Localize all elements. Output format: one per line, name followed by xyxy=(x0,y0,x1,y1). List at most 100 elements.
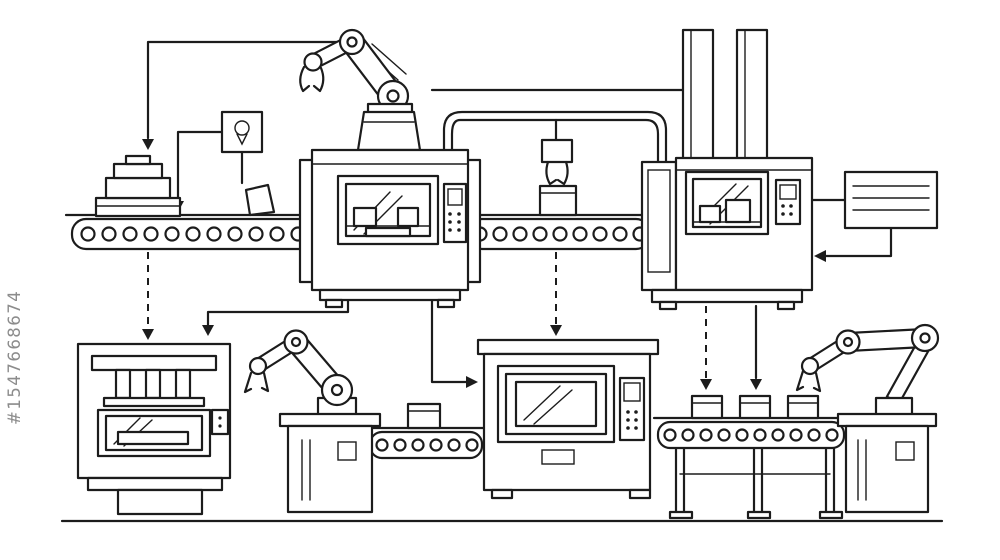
arm-shoulder-hub xyxy=(330,383,344,397)
upper-conveyor-left xyxy=(64,213,316,251)
press-machine xyxy=(76,342,232,516)
arm-support-link xyxy=(885,343,930,405)
conveyor-workpiece xyxy=(406,402,442,430)
arm-claw-finger xyxy=(299,65,311,93)
machine-foot xyxy=(658,300,678,311)
arrowhead-down-icon xyxy=(202,325,214,336)
panel-button xyxy=(634,426,638,430)
roller xyxy=(80,226,96,242)
roller xyxy=(789,428,803,442)
arm-elbow-hub xyxy=(842,336,854,348)
press-piston xyxy=(174,368,192,400)
conveyor-belt xyxy=(70,217,316,251)
pedestal-platform xyxy=(278,412,382,428)
slanted-box xyxy=(244,183,276,217)
roller xyxy=(206,226,222,242)
roller xyxy=(753,428,767,442)
panel-button xyxy=(789,212,793,216)
sensor-link-line xyxy=(176,130,224,202)
label-arrow-line xyxy=(824,226,893,258)
panel-button xyxy=(448,228,452,232)
upper-conveyor-middle xyxy=(462,213,654,251)
arm-claw-finger xyxy=(243,371,253,394)
roller xyxy=(532,226,548,242)
machine-foot xyxy=(490,488,514,500)
roller xyxy=(393,438,407,452)
roller xyxy=(185,226,201,242)
cabinet-panel xyxy=(337,441,357,461)
arm-wrist-joint xyxy=(248,356,268,376)
roller xyxy=(143,226,159,242)
roller xyxy=(492,226,508,242)
window-workpiece xyxy=(396,206,420,228)
panel-button xyxy=(448,212,452,216)
panel-button xyxy=(218,416,222,420)
conveyor-belt xyxy=(656,420,846,450)
panel-button xyxy=(457,228,461,232)
conveyor-workpiece xyxy=(738,394,772,420)
press-slab xyxy=(116,430,190,446)
conveyor-workpiece xyxy=(690,394,724,420)
gripper-finger xyxy=(545,160,558,186)
roller xyxy=(164,226,180,242)
flow-line-top-left xyxy=(146,40,340,140)
pedestal-platform xyxy=(836,412,938,428)
roller xyxy=(101,226,117,242)
roller xyxy=(825,428,839,442)
stack-tier-bottom xyxy=(94,196,182,218)
stack-tier-top xyxy=(112,162,164,180)
panel-button xyxy=(634,410,638,414)
panel-button xyxy=(634,418,638,422)
roller xyxy=(681,428,695,442)
inspection-machine xyxy=(476,338,660,500)
processing-machine-1 xyxy=(298,28,482,309)
slanted-workpiece xyxy=(244,183,276,217)
press-pedestal xyxy=(116,488,204,516)
panel-button xyxy=(448,220,452,224)
arm-elbow-hub xyxy=(290,336,302,348)
sensor-lens-icon xyxy=(234,120,250,136)
flow-line-m1-right xyxy=(430,298,468,384)
overhead-rail-inner xyxy=(450,118,660,202)
press-piston xyxy=(144,368,162,400)
arrowhead-right-icon xyxy=(466,376,478,388)
arm-pedestal xyxy=(356,110,422,152)
roller xyxy=(612,226,628,242)
window-workpiece xyxy=(724,198,752,224)
machine-top-slab xyxy=(476,338,660,356)
pedestal-cabinet xyxy=(286,424,374,514)
gripper-finger xyxy=(556,160,569,186)
overhead-rail-outer xyxy=(442,110,668,202)
roller xyxy=(663,428,677,442)
roller xyxy=(699,428,713,442)
sensor-pointer-icon xyxy=(236,133,248,146)
conveyor-belt xyxy=(466,217,652,251)
machine-foot xyxy=(776,300,796,311)
press-base-skirt xyxy=(86,476,224,492)
roller xyxy=(411,438,425,452)
arrowhead-down-icon xyxy=(550,325,562,336)
arrowhead-down-icon xyxy=(142,139,154,150)
stack-knob xyxy=(124,154,152,166)
sensor-box xyxy=(220,110,264,154)
roller xyxy=(572,226,588,242)
glass-glare-line xyxy=(533,389,573,425)
roller xyxy=(447,438,461,452)
press-mini-panel xyxy=(210,408,230,436)
press-top-beam xyxy=(90,354,218,372)
floor-robot-arm-right xyxy=(795,323,940,514)
press-piston xyxy=(114,368,132,400)
panel-screen xyxy=(779,184,797,200)
panel-button xyxy=(626,418,630,422)
roller xyxy=(248,226,264,242)
cabinet-inner-frame xyxy=(647,169,671,273)
leg-foot xyxy=(668,510,694,520)
label-frame xyxy=(843,170,939,230)
arm-claw-finger xyxy=(812,371,822,393)
panel-button xyxy=(457,220,461,224)
arm-claw-finger xyxy=(312,66,325,93)
sensor-box-frame xyxy=(220,110,264,154)
glass-glare-line xyxy=(523,385,561,421)
panel-screen xyxy=(447,188,463,206)
gripper-workpiece xyxy=(538,184,578,217)
